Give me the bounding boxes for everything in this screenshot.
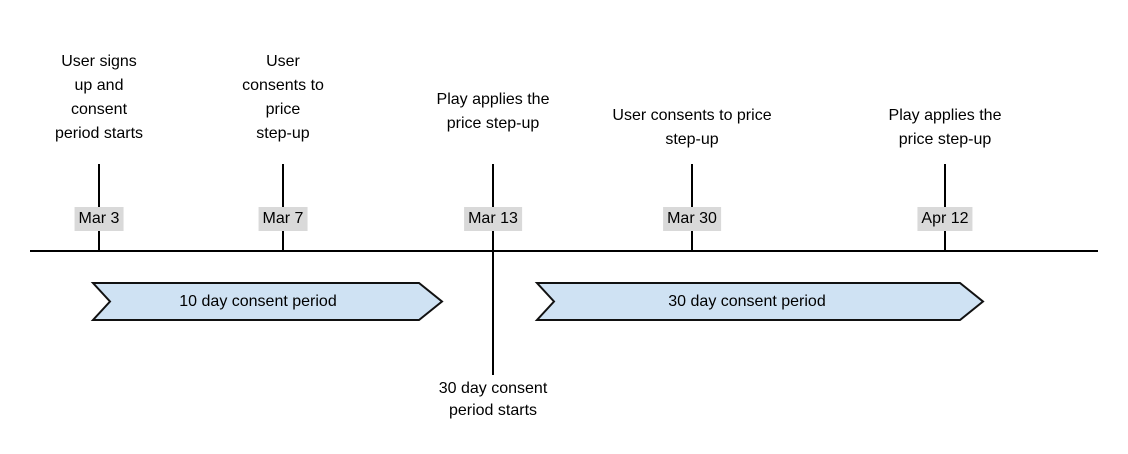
annotation-line: period starts (54, 125, 144, 142)
annotation-line: consents to (242, 77, 324, 94)
date-badge-mar3: Mar 3 (74, 207, 124, 231)
annotation-line: step-up (665, 131, 719, 148)
date-badge-mar7: Mar 7 (258, 207, 308, 231)
annotation-line: consent (70, 101, 128, 118)
annotation-line: price step-up (446, 115, 540, 132)
period-label-30day: 30 day consent period (668, 292, 826, 310)
period-label-10day: 10 day consent period (179, 292, 337, 310)
note-line: 30 day consent (438, 380, 548, 397)
event-annotation-mar30: User consents to price step-up (612, 104, 771, 152)
annotation-line: User consents to price (612, 107, 772, 124)
event-annotation-mar13: Play applies the price step-up (437, 88, 550, 136)
consent-period-arrow-30day (534, 282, 985, 321)
date-badge-apr12: Apr 12 (917, 207, 973, 231)
annotation-line: price step-up (898, 131, 992, 148)
consent-start-note: 30 day consent period starts (439, 378, 548, 422)
annotation-line: step-up (256, 125, 310, 142)
annotation-line: User (266, 53, 300, 70)
annotation-line: Play applies the (436, 91, 550, 108)
annotation-line: User signs (61, 53, 137, 70)
event-annotation-mar7: User consents to price step-up (242, 50, 324, 146)
note-line: period starts (448, 402, 538, 419)
consent-period-arrow-10day (90, 282, 444, 321)
annotation-line: Play applies the (888, 107, 1002, 124)
date-badge-mar30: Mar 30 (663, 207, 721, 231)
event-annotation-mar3: User signs up and consent period starts (55, 50, 143, 146)
event-annotation-apr12: Play applies the price step-up (889, 104, 1002, 152)
annotation-line: price (265, 101, 301, 118)
annotation-line: up and (74, 77, 124, 94)
date-badge-mar13: Mar 13 (464, 207, 522, 231)
